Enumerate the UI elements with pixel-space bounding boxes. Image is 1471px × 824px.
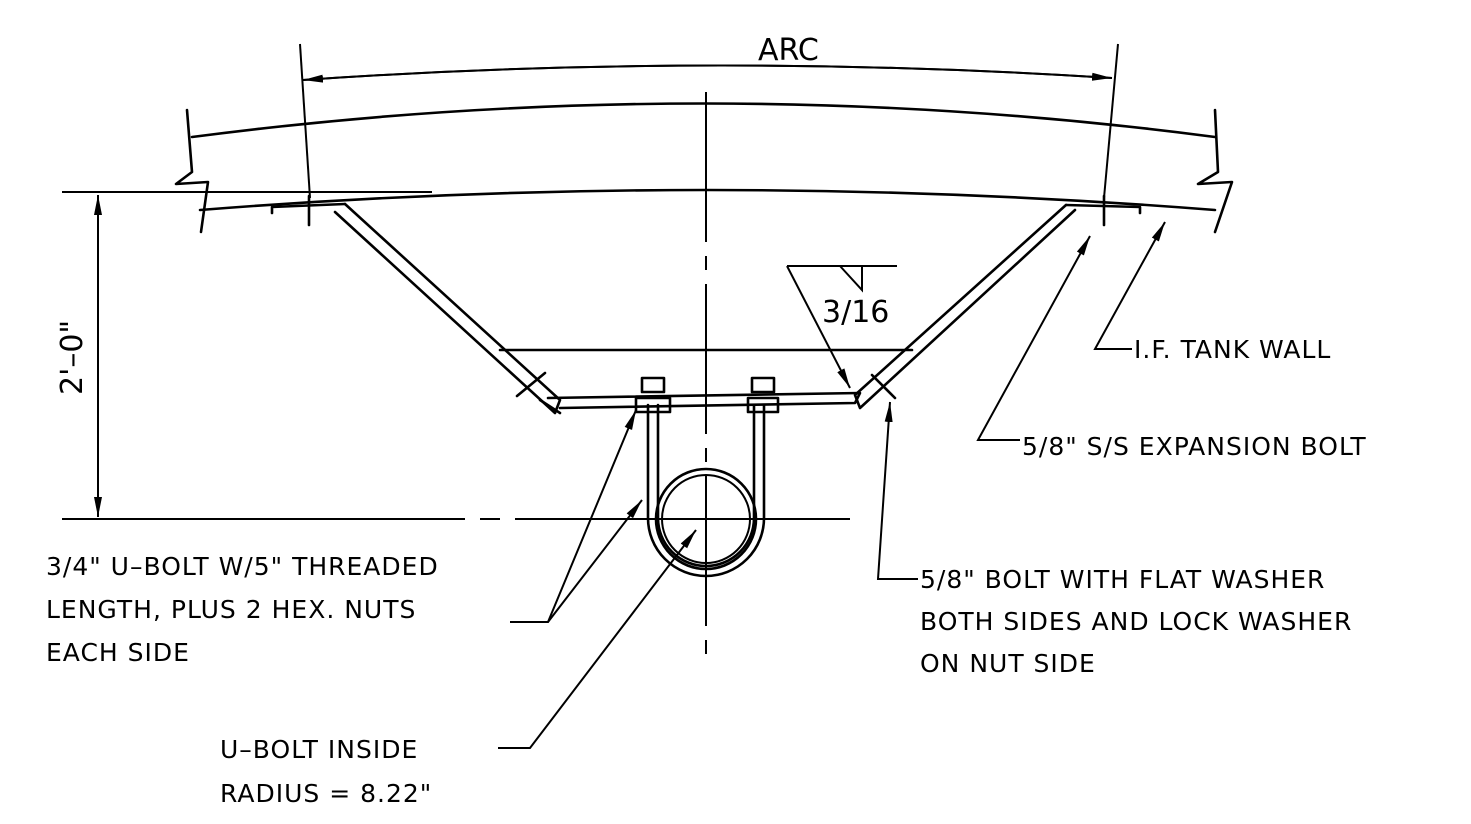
radius-note-line-2: RADIUS = 8.22"	[220, 779, 432, 808]
height-dimension-label: 2'–0"	[55, 320, 90, 395]
expansion-bolt-leader	[976, 235, 1091, 441]
weld-size-label: 3/16	[822, 295, 889, 330]
pipe	[654, 467, 758, 571]
weld-symbol	[786, 265, 897, 389]
bolt-washer-leader	[876, 401, 918, 580]
tank-wall-leader	[1093, 221, 1166, 350]
arc-label: ARC	[758, 33, 819, 68]
radius-note-line-1: U–BOLT INSIDE	[220, 735, 418, 764]
ubolt-note-line-3: EACH SIDE	[46, 638, 190, 667]
ubolt-note-line-1: 3/4" U–BOLT W/5" THREADED	[46, 552, 439, 581]
ubolt-note-line-2: LENGTH, PLUS 2 HEX. NUTS	[46, 595, 416, 624]
bolt-washer-note-line-1: 5/8" BOLT WITH FLAT WASHER	[920, 565, 1325, 594]
tank-wall-label: I.F. TANK WALL	[1134, 335, 1331, 364]
bolt-washer-note-line-3: ON NUT SIDE	[920, 649, 1096, 678]
support-bracket	[270, 194, 1142, 415]
u-bolt	[634, 376, 780, 578]
ubolt-note-leader	[510, 409, 643, 623]
radius-leader	[498, 529, 697, 749]
expansion-bolt-label: 5/8" S/S EXPANSION BOLT	[1022, 432, 1367, 461]
bolt-washer-note-line-2: BOTH SIDES AND LOCK WASHER	[920, 607, 1352, 636]
arc-dimension	[299, 43, 1119, 199]
